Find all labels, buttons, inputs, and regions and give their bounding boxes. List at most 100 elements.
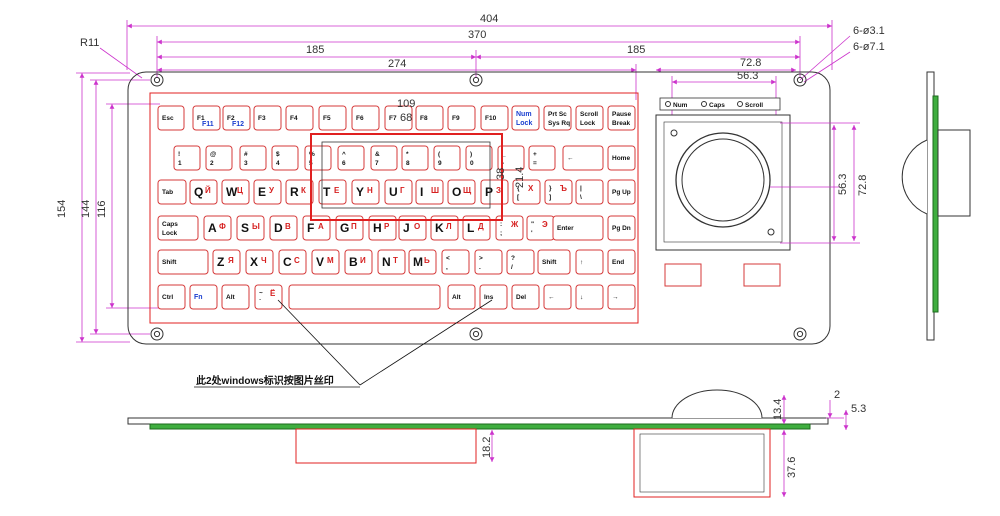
dim-left-span: 185 [306,44,324,56]
trackball-ball [681,138,765,222]
key-label: Fn [194,294,203,301]
top-dimensions: 404 370 185 185 274 72.8 56.3 R11 6-ø3.1… [80,13,885,118]
key-label: F [307,221,314,235]
mouse-left-button [664,263,702,287]
key-label-cyrillic: Ж [510,220,519,229]
mounting-hole-icon [150,73,164,87]
key: Ctrl [157,284,186,310]
key-label-cyrillic: Ц [237,186,243,195]
dim-center-a: 109 [397,98,415,110]
key-label: Shift [162,259,177,266]
key: >. [474,249,503,275]
key-label: < [446,255,450,262]
key: ← [543,284,572,310]
key-label-cyrillic: Г [400,186,405,195]
key-label-secondary: 7 [375,160,379,167]
key-label-secondary: Lock [580,120,596,127]
key-label: Home [612,155,630,162]
key-label: W [226,185,238,199]
key-label: Alt [226,294,236,301]
track-screw-icon [670,129,678,137]
key-label: _ [501,151,506,158]
key-label: F2 [227,115,235,122]
mounting-hole-inner-icon [472,76,480,84]
key-label: I [420,185,423,199]
key-label-secondary: ] [549,194,551,201]
dim-bottom-5: 5.3 [851,403,866,415]
mounting-hole-inner-icon [796,330,804,338]
led-label: Caps [709,102,725,109]
mounting-hole-inner-icon [153,76,161,84]
key-label-cyrillic: Ё [270,289,276,298]
key-label-cyrillic: Е [334,186,340,195]
dim-corner-radius: R11 [80,37,99,49]
key: F7 [384,105,413,131]
key: *8 [401,145,429,171]
key: $4 [271,145,299,171]
key: Tab [157,179,187,205]
key-label: ← [567,155,574,162]
key: :;Ж [495,215,524,241]
key-label-secondary: = [533,160,537,167]
key-label-secondary: ` [259,299,261,306]
key-label-secondary: . [479,264,481,271]
key: {[Х [512,179,541,205]
bottom-connector-box [295,428,477,464]
key-label: Prt Sc [548,111,567,118]
dim-right-span: 185 [627,44,645,56]
key-label-cyrillic: К [301,186,306,195]
key-label-cyrillic: Й [205,186,211,195]
dim-height-154: 154 [56,200,68,218]
dim-track-inner: 56.3 [737,70,758,82]
key-label-secondary: 6 [342,160,346,167]
key-label: G [340,221,349,235]
key: Shift [157,249,209,275]
key-label-cyrillic: Ъ [560,184,567,193]
key-label-secondary: 1 [178,160,182,167]
dim-hole-large: 6-ø7.1 [853,41,885,53]
key-label: ~ [259,290,263,297]
mounting-holes [150,73,807,341]
bottom-pcb [149,423,811,430]
key-label-secondary: ; [500,230,502,237]
key-label: F10 [485,115,497,122]
key: F9 [447,105,476,131]
key-label-secondary: Break [612,120,630,127]
key-label-secondary: 0 [470,160,474,167]
dim-vert-right-1: 56.3 [837,174,849,195]
key-label-cyrillic: Щ [463,186,472,195]
key: ?/ [506,249,535,275]
mounting-hole-inner-icon [472,330,480,338]
key-label: Esc [162,115,174,122]
key-label: F1 [197,115,205,122]
key-label: V [316,255,324,269]
key: (9 [433,145,461,171]
key: @2 [205,145,233,171]
key: _- [497,145,525,171]
keyboard-outline [127,71,831,345]
key-area-border [149,92,639,324]
key: ← [562,145,604,171]
key-label-secondary: ' [531,230,533,237]
key-label-secondary: Lock [162,230,178,237]
key-label: B [349,255,358,269]
dim-side-b: 21.4 [514,167,526,188]
key-label: F3 [258,115,266,122]
key-label: Ctrl [162,294,173,301]
key-label: @ [210,151,216,158]
key: Alt [447,284,476,310]
key [288,284,441,310]
key-label: { [517,185,520,192]
dim-hole-span: 370 [468,29,486,41]
key-label: Ins [484,294,494,301]
key-label: O [452,185,461,199]
